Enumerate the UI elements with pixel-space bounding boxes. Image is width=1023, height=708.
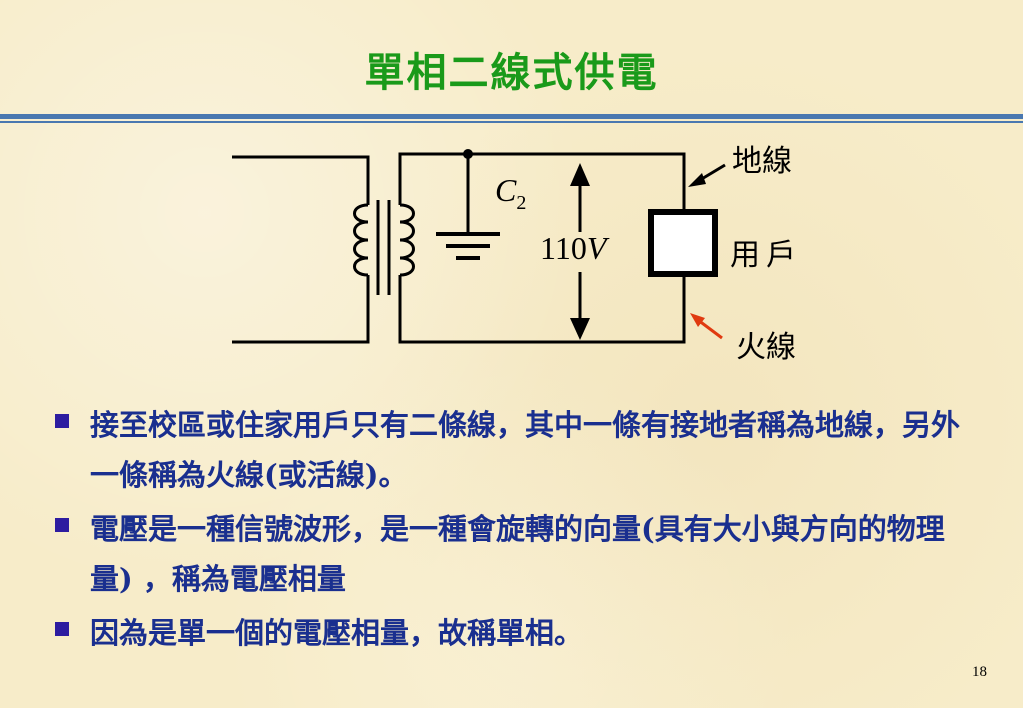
- live-wire-pointer-head: [690, 313, 705, 327]
- live-wire-label: 火線: [736, 330, 796, 365]
- bullet-text: 電壓是一種信號波形，是一種會旋轉的向量(具有大小與方向的物理量) ，稱為電壓相量: [90, 512, 945, 596]
- user-load-box: [648, 209, 718, 277]
- capacitor-label: C2: [495, 172, 526, 215]
- bullet-list: 接至校區或住家用戶只有二條線，其中一條有接地者稱為地線，另外一條稱為火線(或活線…: [55, 400, 975, 662]
- arrow-up-icon: [570, 163, 590, 186]
- ground-wire-label: 地線: [732, 144, 792, 179]
- square-bullet-icon: [55, 414, 69, 428]
- primary-top-wire: [232, 155, 370, 205]
- capacitor-subscript: 2: [516, 192, 527, 214]
- user-label: 用戶: [730, 238, 802, 273]
- voltage-number: 110: [540, 230, 587, 266]
- live-wire-pointer: [697, 318, 723, 340]
- bullet-item: 因為是單一個的電壓相量，故稱單相。: [55, 608, 975, 658]
- secondary-coil: [399, 203, 415, 277]
- secondary-top-wire: [398, 152, 686, 210]
- bullet-item: 電壓是一種信號波形，是一種會旋轉的向量(具有大小與方向的物理量) ，稱為電壓相量: [55, 504, 975, 604]
- square-bullet-icon: [55, 518, 69, 532]
- voltage-unit: V: [586, 230, 607, 266]
- bullet-text: 接至校區或住家用戶只有二條線，其中一條有接地者稱為地線，另外一條稱為火線(或活線…: [90, 408, 961, 492]
- title-divider-thick: [0, 114, 1023, 119]
- arrow-down-icon: [570, 318, 590, 340]
- bullet-item: 接至校區或住家用戶只有二條線，其中一條有接地者稱為地線，另外一條稱為火線(或活線…: [55, 400, 975, 500]
- ground-wire-pointer-head: [688, 173, 706, 187]
- title-divider-thin: [0, 121, 1023, 123]
- secondary-bottom-wire: [398, 275, 686, 344]
- primary-bottom-wire: [232, 275, 370, 344]
- slide-title: 單相二線式供電: [364, 49, 659, 96]
- primary-coil: [353, 203, 369, 277]
- capacitor-letter: C: [495, 172, 517, 208]
- page-number: 18: [972, 664, 987, 680]
- junction-dot: [463, 149, 473, 159]
- bullet-text: 因為是單一個的電壓相量，故稱單相。: [90, 616, 584, 650]
- square-bullet-icon: [55, 622, 69, 636]
- ground-symbol-icon: [436, 232, 500, 260]
- voltage-label: 110V: [540, 230, 606, 267]
- circuit-diagram: [232, 149, 726, 344]
